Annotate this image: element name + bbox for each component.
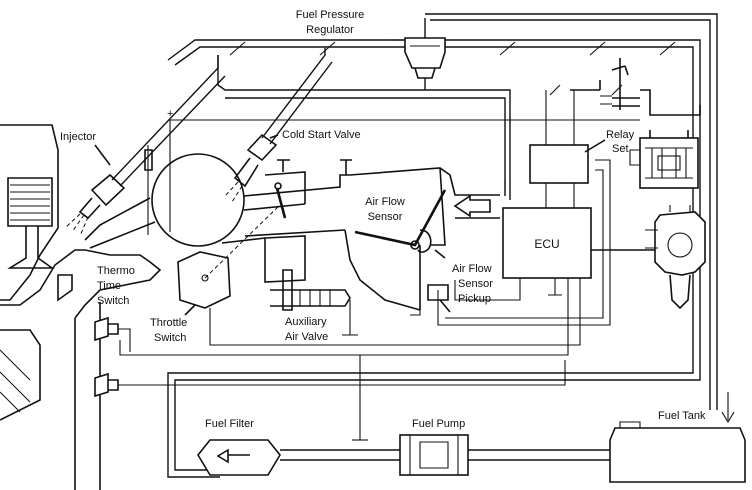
relay-set-box [529,90,589,208]
air-flow-sensor-label-2: Sensor [368,211,403,223]
labels: Fuel Pressure Regulator Injector + Cold … [60,9,706,430]
ecu-label: ECU [534,237,559,251]
injector-label: Injector [60,131,96,143]
ignition-switch [570,58,701,116]
throttle-switch-label-1: Throttle [150,317,187,329]
fuel-filter-label: Fuel Filter [205,418,254,430]
fuel-pump-label: Fuel Pump [412,418,465,430]
intake-plenum [84,153,350,249]
air-flow-sensor-pickup-label-3: Pickup [458,293,491,305]
thermo-time-switch-label-2: Time [97,280,121,292]
fuel-pressure-regulator [404,37,446,79]
throttle-switch [177,204,281,309]
throttle-switch-label-2: Switch [154,332,186,344]
thermo-time-switch [94,316,566,398]
injector [64,55,226,237]
cold-start-valve-label: Cold Start Valve [282,129,361,141]
leader-lines [94,39,606,316]
fuel-pressure-regulator-label-2: Regulator [306,24,354,36]
air-flow-sensor-label-1: Air Flow [365,196,405,208]
air-flow-sensor-pickup-label-1: Air Flow [452,263,492,275]
ecu-box [502,207,592,279]
fuel-pump [399,434,615,476]
engine-block [0,124,162,490]
air-flow-sensor-housing [340,159,500,311]
air-flow-sensor-pickup-label-2: Sensor [458,278,493,290]
auxiliary-air-valve [264,235,351,311]
thermo-time-switch-label-3: Switch [97,295,129,307]
fuel-tank-label: Fuel Tank [658,410,706,422]
relay-set-label-1: Relay [606,129,635,141]
distributor [591,205,706,310]
battery [629,130,699,189]
cold-start-valve [224,48,333,203]
wiring [119,119,640,441]
fuel-tank [609,392,746,483]
fuel-pressure-regulator-label-1: Fuel Pressure [296,9,364,21]
auxiliary-air-valve-label-1: Auxiliary [285,316,327,328]
plus-sign: + [167,108,173,120]
relay-set-label-2: Set [612,143,629,155]
auxiliary-air-valve-label-2: Air Valve [285,331,328,343]
fuel-filter [197,439,400,476]
throttle-body [264,159,306,219]
thermo-time-switch-label-1: Thermo [97,265,135,277]
